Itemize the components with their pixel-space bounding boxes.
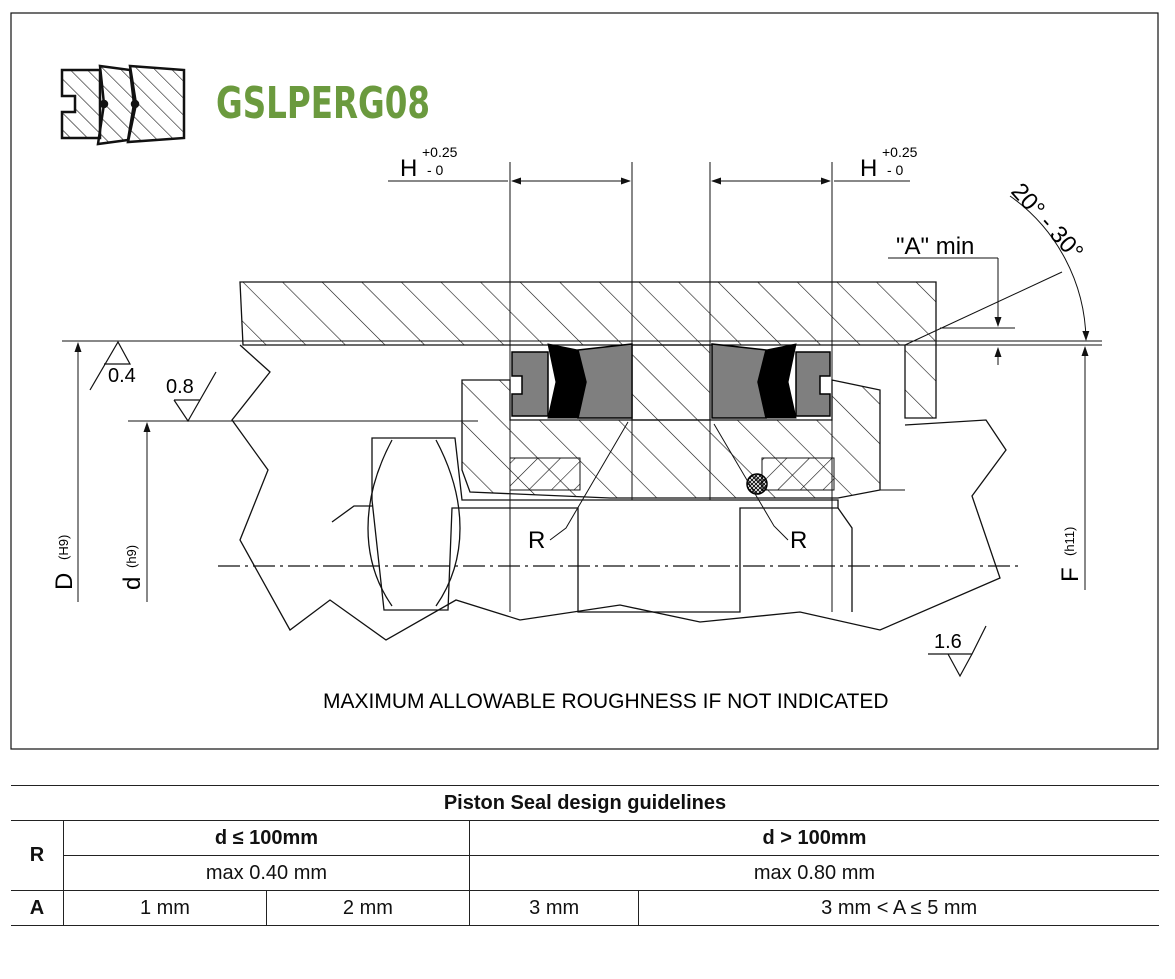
r-value-small: max 0.40 mm	[63, 855, 470, 891]
piston-seal-right	[711, 343, 831, 419]
groove-width-label-right: H	[860, 155, 877, 182]
roughness-symbol-08-icon	[173, 371, 217, 423]
nut-profile	[367, 439, 461, 607]
a-value-2: 2 mm	[265, 890, 470, 926]
tol-upper-right: +0.25	[882, 144, 918, 160]
row-label-a: A	[11, 890, 64, 926]
drawing-svg: GSLPERG08 H +0.25 - 0 H +0.25 - 0	[10, 12, 1159, 750]
guide-ring-right	[761, 457, 835, 491]
rod-tol-label: (h11)	[1062, 527, 1077, 556]
break-line	[231, 344, 1007, 641]
row-label-r: R	[11, 820, 64, 891]
guide-ring-left	[509, 457, 581, 491]
groove-width-label-left: H	[400, 155, 417, 182]
col-header-small: d ≤ 100mm	[63, 820, 470, 856]
tol-lower-right: - 0	[887, 162, 904, 178]
o-ring	[746, 473, 768, 495]
roughness-symbol-16-icon	[928, 625, 987, 678]
angle-label: 20° - 30°	[1006, 178, 1089, 266]
design-guidelines-table: Piston Seal design guidelines R d ≤ 100m…	[11, 785, 1159, 926]
rod-diameter-label: F	[1057, 567, 1084, 582]
roughness-16-label: 1.6	[934, 631, 962, 653]
cylinder-bore-section	[239, 281, 937, 419]
product-code-title: GSLPERG08	[216, 78, 430, 129]
a-value-1: 1 mm	[63, 890, 267, 926]
roughness-04-label: 0.4	[108, 365, 136, 387]
tol-upper-left: +0.25	[422, 144, 458, 160]
piston-land	[631, 344, 711, 421]
table-caption: Piston Seal design guidelines	[11, 785, 1159, 821]
a-min-label: "A" min	[896, 233, 974, 260]
tol-lower-left: - 0	[427, 162, 444, 178]
piston-seal-left	[511, 343, 633, 419]
radius-label-left: R	[528, 527, 545, 554]
roughness-symbol-04-icon	[89, 340, 132, 391]
a-value-4: 3 mm < A ≤ 5 mm	[638, 890, 1159, 926]
roughness-note: MAXIMUM ALLOWABLE ROUGHNESS IF NOT INDIC…	[323, 690, 889, 713]
drawing-frame	[10, 12, 1159, 750]
seal-profile-logo-icon	[60, 64, 186, 146]
bore-diameter-label: D	[51, 573, 78, 590]
col-header-large: d > 100mm	[468, 820, 1159, 856]
r-value-large: max 0.80 mm	[468, 855, 1159, 891]
roughness-08-label: 0.8	[166, 376, 194, 398]
technical-drawing: GSLPERG08 H +0.25 - 0 H +0.25 - 0	[10, 12, 1159, 750]
rod-section	[371, 437, 839, 613]
groove-diameter-label: d	[119, 577, 146, 590]
a-value-3: 3 mm	[468, 890, 640, 926]
groove-tol-label: (h9)	[124, 545, 139, 568]
radius-label-right: R	[790, 527, 807, 554]
bore-tol-label: (H9)	[56, 535, 71, 560]
